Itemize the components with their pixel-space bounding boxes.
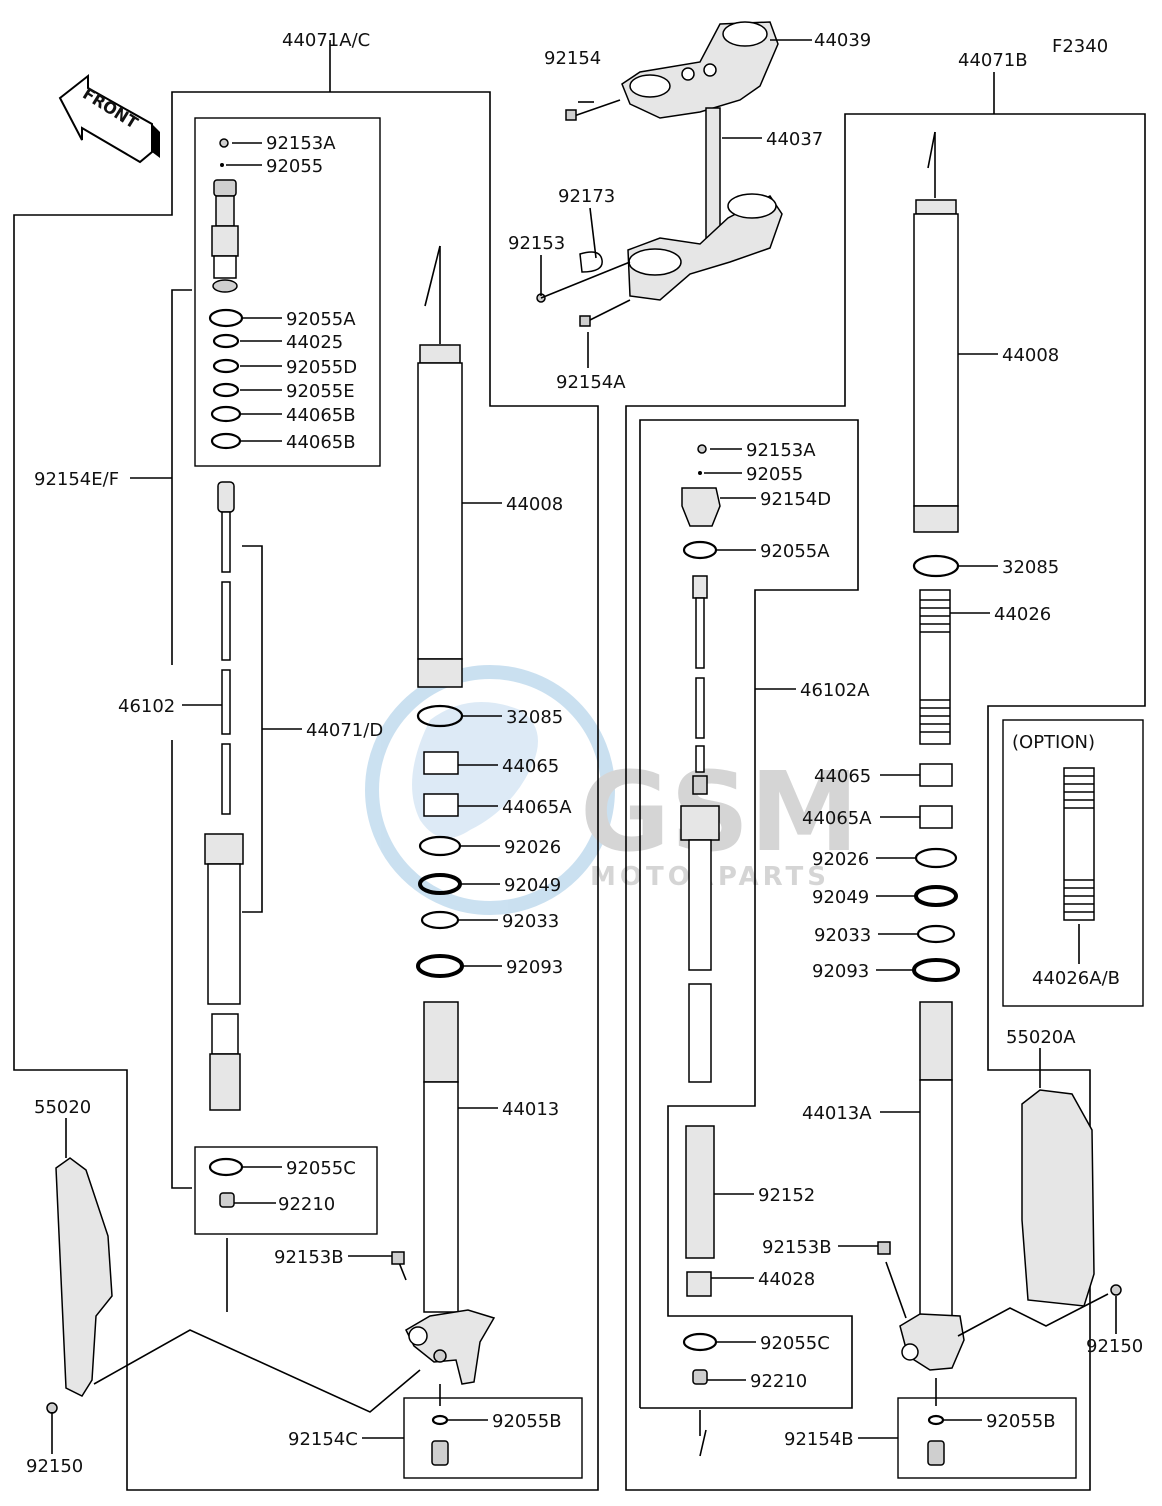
- label-92055B-left: 92055B: [492, 1411, 562, 1432]
- label-32085-left: 32085: [506, 707, 563, 728]
- label-92033-left: 92033: [502, 911, 559, 932]
- label-92153A-left: 92153A: [266, 133, 336, 154]
- label-92173: 92173: [558, 186, 615, 207]
- option-spring-icon: [1063, 767, 1095, 921]
- label-92049-left: 92049: [504, 875, 561, 896]
- label-44065-right: 44065: [814, 766, 871, 787]
- label-92154-top: 92154: [544, 48, 601, 69]
- front-arrow-icon: FRONT: [58, 73, 160, 164]
- left-outer-tube: [416, 245, 464, 978]
- leader-lines: [51, 39, 1117, 1454]
- label-44039: 44039: [814, 30, 871, 51]
- label-44065A-right: 44065A: [802, 808, 872, 829]
- label-92154B: 92154B: [784, 1429, 854, 1450]
- label-44071AC: 44071A/C: [282, 30, 370, 51]
- label-92154D: 92154D: [760, 489, 831, 510]
- left-damper-rod: [204, 481, 244, 1312]
- label-92055B-right: 92055B: [986, 1411, 1056, 1432]
- label-92026-right: 92026: [812, 849, 869, 870]
- label-44065-left: 44065: [502, 756, 559, 777]
- left-inner-tube: [391, 1001, 496, 1466]
- option-label: (OPTION): [1012, 732, 1095, 753]
- label-92049-right: 92049: [812, 887, 869, 908]
- upper-triple-clamp: [621, 21, 779, 119]
- label-44065B-1: 44065B: [286, 405, 356, 426]
- spring-icon: [919, 589, 951, 745]
- label-92153A-right: 92153A: [746, 440, 816, 461]
- label-92154EF: 92154E/F: [34, 469, 119, 490]
- label-44008-left: 44008: [506, 494, 563, 515]
- assembly-outlines: [13, 40, 1146, 1491]
- label-92055A-right: 92055A: [760, 541, 830, 562]
- watermark: GSM MOTORPARTS: [365, 665, 859, 915]
- label-92210-left: 92210: [278, 1194, 335, 1215]
- clamp-bolts-top: [536, 99, 631, 327]
- label-44037: 44037: [766, 129, 823, 150]
- label-92055-right: 92055: [746, 464, 803, 485]
- label-44013A: 44013A: [802, 1103, 872, 1124]
- part-labels: 44071A/C 44071B 44039 92154 44037 92173 …: [26, 30, 1143, 1477]
- right-inner-tube: [877, 1001, 965, 1466]
- label-92154A: 92154A: [556, 372, 626, 393]
- right-fork-guard: [957, 1089, 1122, 1337]
- label-44013: 44013: [502, 1099, 559, 1120]
- label-44065B-2: 44065B: [286, 432, 356, 453]
- label-92152: 92152: [758, 1185, 815, 1206]
- label-92026-left: 92026: [504, 837, 561, 858]
- label-44028: 44028: [758, 1269, 815, 1290]
- label-92150-left: 92150: [26, 1456, 83, 1477]
- label-55020: 55020: [34, 1097, 91, 1118]
- right-damper-rod: [680, 575, 720, 1457]
- right-outer-tube: [912, 131, 960, 982]
- label-44025: 44025: [286, 332, 343, 353]
- label-92210-right: 92210: [750, 1371, 807, 1392]
- label-92055E: 92055E: [286, 381, 355, 402]
- right-cap-assembly: [681, 444, 721, 560]
- diagram-code: F2340: [1052, 36, 1108, 57]
- label-92093-right: 92093: [812, 961, 869, 982]
- label-44071B: 44071B: [958, 50, 1028, 71]
- label-92150-right: 92150: [1086, 1336, 1143, 1357]
- label-92055-left: 92055: [266, 156, 323, 177]
- label-44026AB: 44026A/B: [1032, 968, 1120, 989]
- label-92153-top: 92153: [508, 233, 565, 254]
- label-92153B-left: 92153B: [274, 1247, 344, 1268]
- label-92153B-right: 92153B: [762, 1237, 832, 1258]
- label-92093-left: 92093: [506, 957, 563, 978]
- label-92154C: 92154C: [288, 1429, 358, 1450]
- label-44026: 44026: [994, 604, 1051, 625]
- label-92055C-right: 92055C: [760, 1333, 830, 1354]
- label-92033-right: 92033: [814, 925, 871, 946]
- label-46102A: 46102A: [800, 680, 870, 701]
- label-44071D: 44071/D: [306, 720, 383, 741]
- label-92055C-left: 92055C: [286, 1158, 356, 1179]
- left-cap-assembly: [208, 138, 244, 450]
- steering-stem: [627, 107, 783, 301]
- label-44065A-left: 44065A: [502, 797, 572, 818]
- label-55020A: 55020A: [1006, 1027, 1076, 1048]
- label-92055D: 92055D: [286, 357, 357, 378]
- label-32085-right: 32085: [1002, 557, 1059, 578]
- label-92055A-left: 92055A: [286, 309, 356, 330]
- label-44008-right: 44008: [1002, 345, 1059, 366]
- label-46102: 46102: [118, 696, 175, 717]
